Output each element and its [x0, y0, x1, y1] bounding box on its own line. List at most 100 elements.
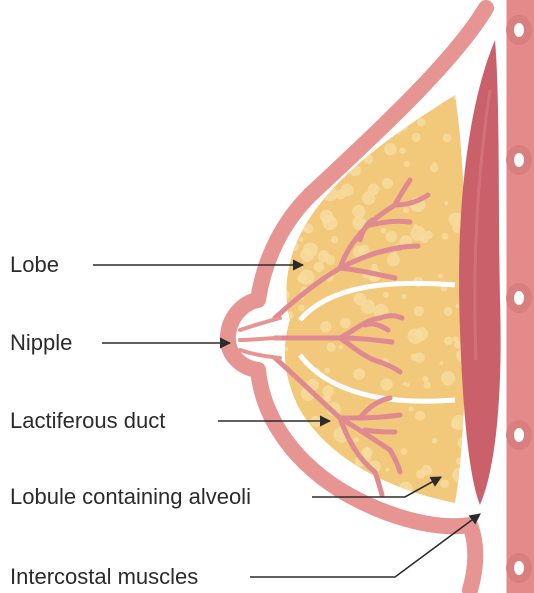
fat-globule — [322, 385, 334, 397]
fat-globule — [399, 148, 406, 155]
fat-globule — [444, 307, 453, 316]
rib-hole — [514, 23, 524, 37]
fat-globule — [410, 226, 425, 241]
fat-globule — [452, 92, 460, 100]
fat-globule — [411, 354, 418, 361]
fat-globule — [371, 264, 378, 271]
fat-globule — [361, 300, 376, 315]
fat-globule — [403, 382, 407, 386]
nipple-ducts — [240, 318, 280, 358]
fat-globule — [354, 437, 359, 442]
label-nipple: Nipple — [10, 332, 72, 354]
fat-globule — [439, 361, 443, 365]
rib-hole — [514, 561, 524, 575]
fat-globule — [440, 479, 449, 488]
fat-globule — [363, 154, 373, 164]
fat-globule — [424, 231, 433, 240]
fat-globule — [320, 321, 331, 332]
fat-globule — [362, 191, 375, 204]
fat-globule — [432, 438, 438, 444]
fat-globule — [285, 166, 293, 174]
fat-globule — [303, 242, 318, 257]
fat-globule — [441, 371, 455, 385]
fat-globule — [441, 233, 448, 240]
pectoral-muscle — [459, 40, 501, 505]
fat-globule — [323, 253, 327, 257]
fat-globule — [334, 102, 345, 113]
fat-globule — [415, 411, 425, 421]
fat-globule — [456, 304, 460, 308]
fat-globule — [298, 305, 305, 312]
fat-globule — [424, 382, 431, 389]
rib-hole — [514, 291, 524, 305]
fat-globule — [307, 151, 315, 159]
fat-globule — [409, 407, 414, 412]
fat-globule — [401, 448, 408, 455]
fat-globule — [422, 376, 428, 382]
fat-globule — [338, 345, 343, 350]
fat-globule — [385, 231, 397, 243]
fat-globule — [416, 469, 425, 478]
fat-globule — [286, 472, 302, 488]
fat-globule — [342, 119, 357, 134]
fat-globule — [404, 161, 410, 167]
fat-globule — [452, 468, 466, 482]
fat-globule — [382, 178, 393, 189]
fat-globule — [325, 112, 333, 120]
fat-globule — [326, 343, 335, 352]
fat-globule — [386, 468, 390, 472]
fat-globule — [282, 400, 291, 409]
fat-globule — [297, 120, 303, 126]
label-lobule: Lobule containing alveoli — [10, 486, 251, 508]
rib-hole — [514, 428, 524, 442]
label-lactiferous-duct: Lactiferous duct — [10, 410, 165, 432]
fat-globule — [443, 134, 452, 143]
rib-hole — [514, 153, 524, 167]
fat-globule — [444, 336, 453, 345]
fat-globule — [308, 89, 322, 103]
fat-globule — [331, 90, 340, 99]
fat-globule — [314, 262, 325, 273]
fat-globule — [456, 458, 463, 465]
fat-globule — [413, 224, 417, 228]
fat-globule — [370, 113, 377, 120]
fat-globule — [381, 228, 387, 234]
fat-globule — [298, 179, 304, 185]
fat-globule — [451, 415, 466, 430]
fat-globule — [438, 273, 443, 278]
fat-globule — [383, 292, 389, 298]
fat-globule — [403, 207, 409, 213]
fat-globule — [322, 215, 337, 230]
fat-globule — [299, 237, 304, 242]
fat-globule — [331, 236, 339, 244]
fat-globule — [444, 201, 448, 205]
fat-globule — [342, 104, 347, 109]
fat-globule — [303, 94, 316, 107]
fat-globule — [453, 336, 459, 342]
fat-globule — [430, 164, 438, 172]
fat-globule — [287, 311, 294, 318]
fat-globule — [340, 318, 351, 329]
fat-globule — [295, 157, 305, 167]
label-lobe: Lobe — [10, 254, 59, 276]
fat-globule — [387, 253, 400, 266]
fat-globule — [325, 141, 333, 149]
fat-globule — [414, 306, 424, 316]
label-intercostal: Intercostal muscles — [10, 566, 198, 588]
fat-globule — [411, 133, 420, 142]
fat-globule — [295, 98, 305, 108]
fat-globule — [384, 143, 397, 156]
fat-globule — [417, 118, 426, 127]
fat-globule — [380, 378, 392, 390]
fat-globule — [415, 327, 428, 340]
fat-globule — [324, 368, 330, 374]
fat-globule — [463, 99, 467, 103]
fat-globule — [296, 471, 303, 478]
fat-globule — [353, 368, 365, 380]
fat-globule — [365, 447, 370, 452]
fat-globule — [401, 294, 406, 299]
fat-globule — [297, 274, 306, 283]
fat-globule — [280, 491, 291, 502]
fat-globule — [308, 161, 312, 165]
